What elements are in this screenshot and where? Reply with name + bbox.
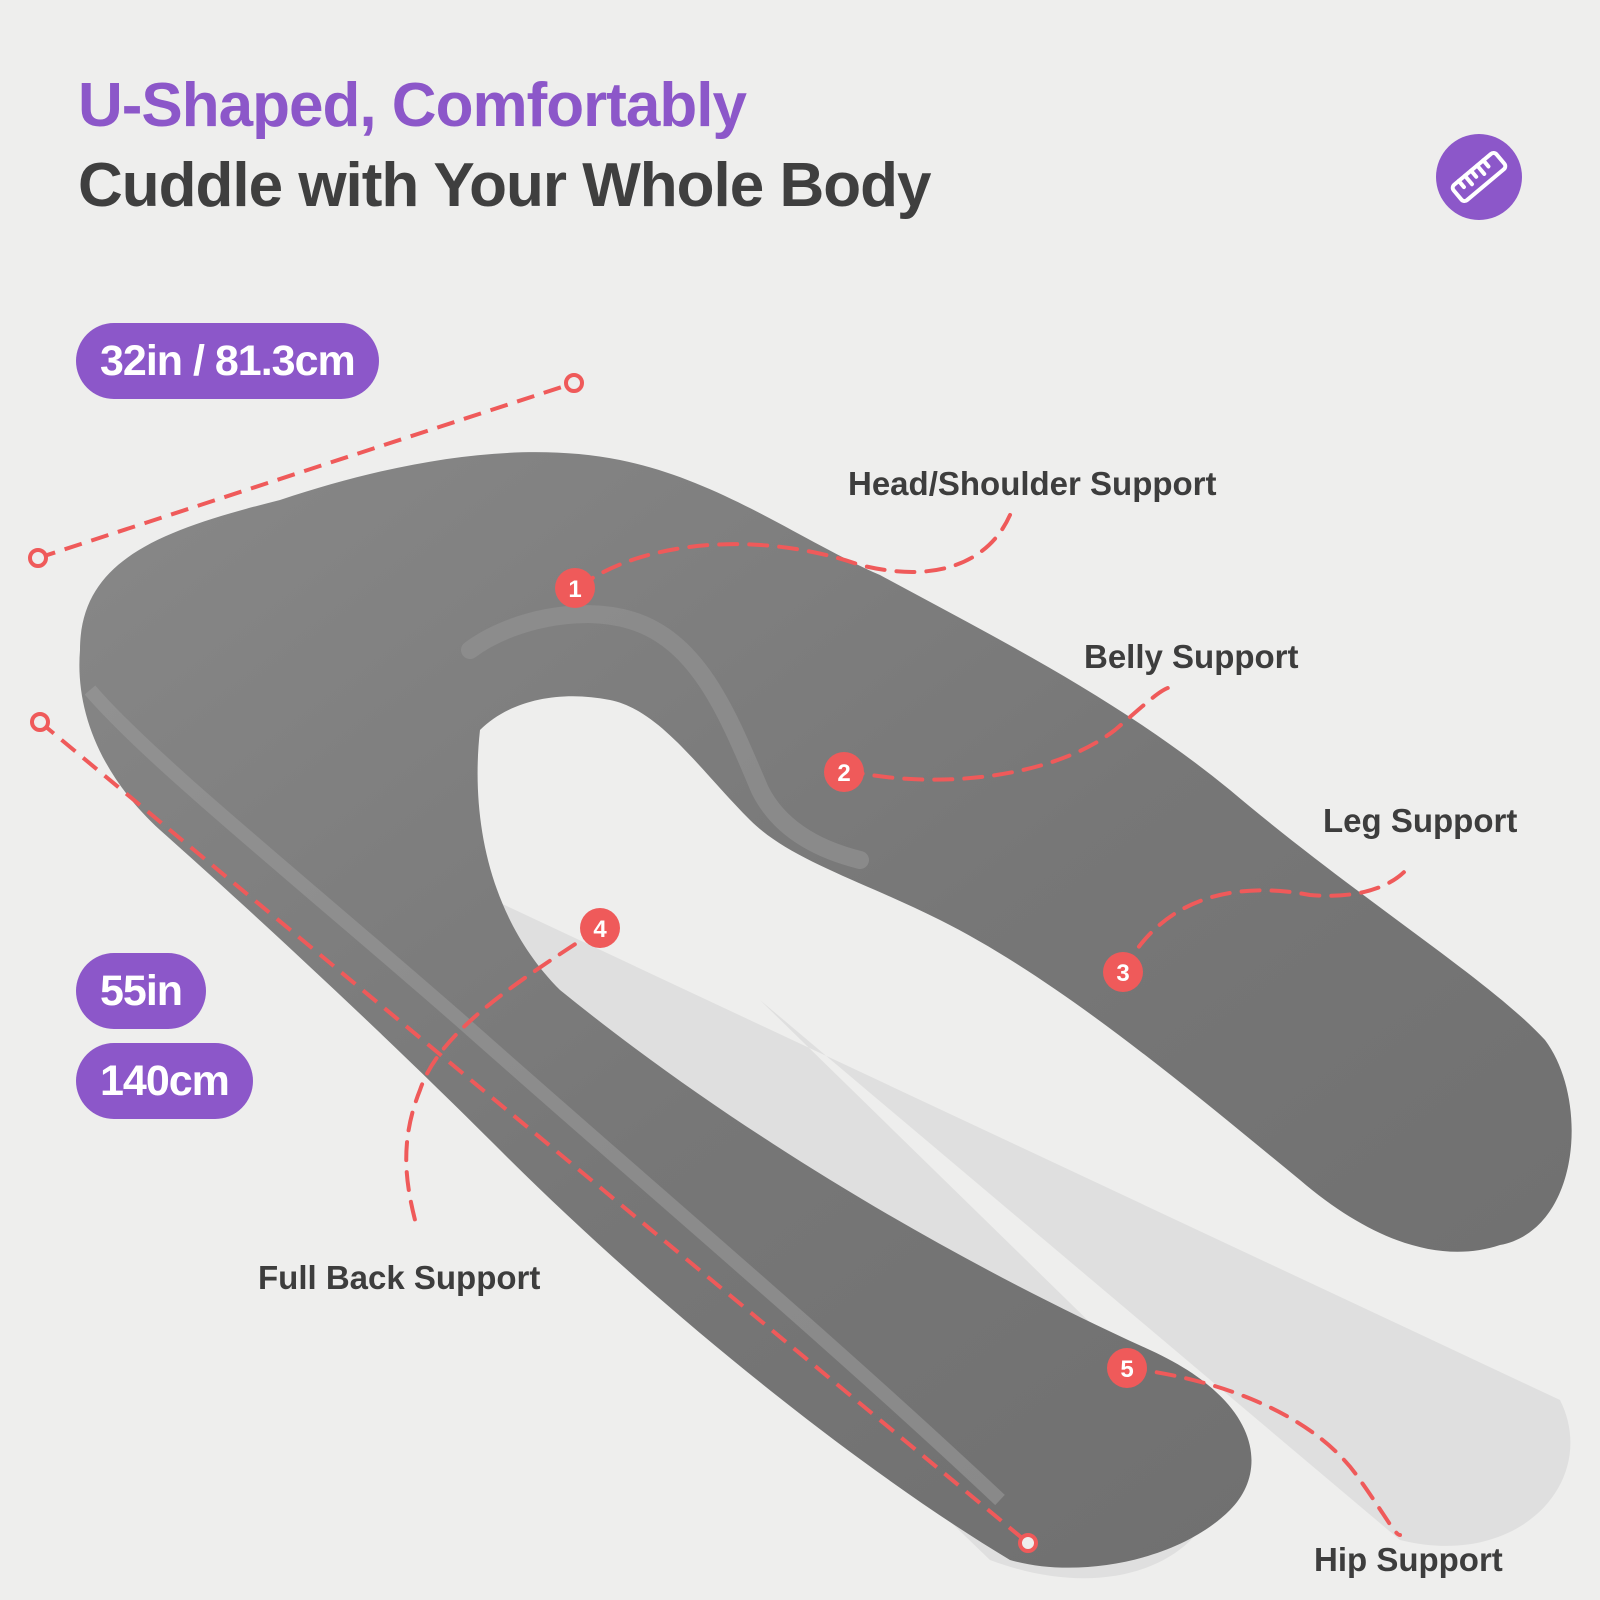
u-shaped-pillow bbox=[79, 452, 1572, 1568]
marker-1-number: 1 bbox=[568, 576, 581, 603]
length-dimension-line bbox=[30, 712, 1038, 1553]
ruler-icon bbox=[1436, 134, 1522, 220]
marker-3-number: 3 bbox=[1116, 960, 1129, 987]
leader-line-leg bbox=[1121, 863, 1412, 974]
marker-4-number: 4 bbox=[593, 916, 607, 943]
width-dimension-line bbox=[28, 373, 584, 568]
marker-5-number: 5 bbox=[1120, 1356, 1133, 1383]
pillow-side-seam bbox=[84, 685, 1005, 1506]
full-back-support-label: Full Back Support bbox=[258, 1259, 541, 1296]
marker-1: 1 bbox=[555, 568, 595, 608]
marker-2-number: 2 bbox=[837, 760, 850, 787]
width-dimension-pill: 32in / 81.3cm bbox=[76, 323, 379, 399]
leader-line-hip bbox=[1125, 1366, 1402, 1537]
leader-line-head bbox=[576, 513, 1012, 590]
leader-line-back bbox=[404, 926, 602, 1222]
belly-support-label: Belly Support bbox=[1084, 638, 1299, 675]
length-inches-pill: 55in bbox=[76, 953, 207, 1029]
leader-line-belly bbox=[843, 685, 1177, 782]
hip-support-label: Hip Support bbox=[1314, 1541, 1503, 1578]
marker-5: 5 bbox=[1107, 1348, 1147, 1388]
marker-3: 3 bbox=[1103, 952, 1143, 992]
heading-line-1: U-Shaped, Comfortably bbox=[78, 71, 747, 140]
ruler-badge bbox=[1436, 134, 1522, 220]
marker-4: 4 bbox=[580, 908, 620, 948]
marker-2: 2 bbox=[824, 752, 864, 792]
heading-line-2: Cuddle with Your Whole Body bbox=[78, 151, 931, 220]
leg-support-label: Leg Support bbox=[1323, 802, 1518, 839]
head-shoulder-support-label: Head/Shoulder Support bbox=[848, 465, 1217, 502]
length-cm-pill: 140cm bbox=[76, 1043, 253, 1119]
pillow-hole-rim bbox=[461, 605, 869, 869]
